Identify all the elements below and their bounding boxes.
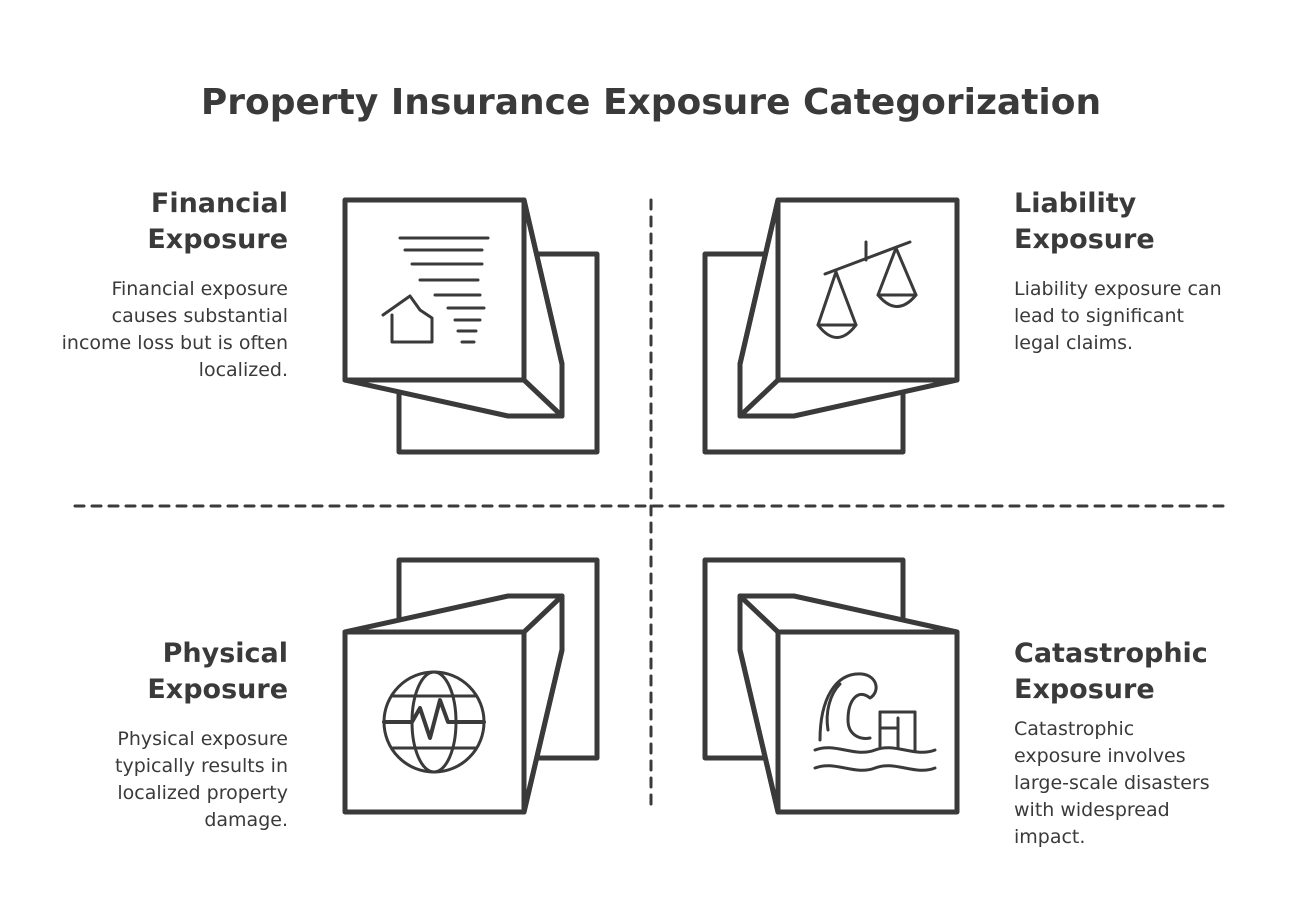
financial-exposure-description: Financial exposure causes substantial in…: [61, 278, 288, 381]
diagram-title: Property Insurance Exposure Categorizati…: [200, 82, 1102, 123]
document-house-icon: [381, 236, 490, 344]
financial-exposure-title: Financial Exposure: [48, 186, 288, 258]
catastrophic-exposure-description: Catastrophic exposure involves large-sca…: [1014, 718, 1210, 848]
physical-exposure-description: Physical exposure typically results in l…: [115, 728, 288, 831]
catastrophic-title-line1: Catastrophic: [1014, 638, 1208, 669]
financial-title-line1: Financial: [150, 188, 288, 219]
liability-title-line1: Liability: [1014, 188, 1137, 219]
catastrophic-cube-icon: [702, 557, 960, 815]
liability-title-line2: Exposure: [1014, 224, 1155, 255]
liability-exposure-description: Liability exposure can lead to significa…: [1014, 278, 1222, 354]
physical-exposure-title: Physical Exposure: [48, 636, 288, 708]
liability-exposure-title: Liability Exposure: [1014, 186, 1254, 258]
physical-title-line2: Exposure: [147, 674, 288, 705]
catastrophic-title-line2: Exposure: [1014, 674, 1155, 705]
catastrophic-exposure-title: Catastrophic Exposure: [1014, 636, 1274, 708]
scales-icon: [816, 240, 918, 339]
physical-title-line1: Physical: [162, 638, 288, 669]
physical-cube-icon: [342, 557, 600, 815]
financial-title-line2: Exposure: [147, 224, 288, 255]
globe-seismic-icon: [382, 670, 486, 774]
wave-building-icon: [813, 672, 937, 772]
